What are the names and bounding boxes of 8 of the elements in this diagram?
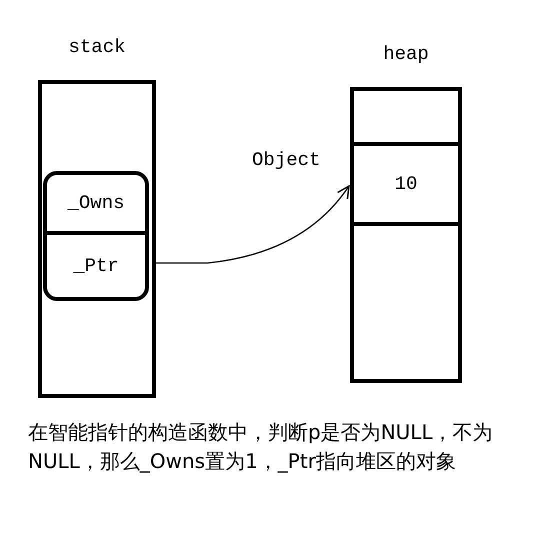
object-label: Object [252, 149, 320, 171]
cell-text: _Owns [67, 192, 124, 214]
column-heading: heap [382, 43, 430, 65]
caption: 在智能指针的构造函数中，判断p是否为NULL，不为NULL，那么_Owns置为1，_Ptr指向堆区的对象 [28, 419, 494, 475]
cell-text: _Ptr [73, 255, 119, 277]
column-heading: stack [67, 36, 126, 58]
cell-text: 10 [394, 173, 418, 195]
smart-pointer-box [43, 171, 149, 301]
